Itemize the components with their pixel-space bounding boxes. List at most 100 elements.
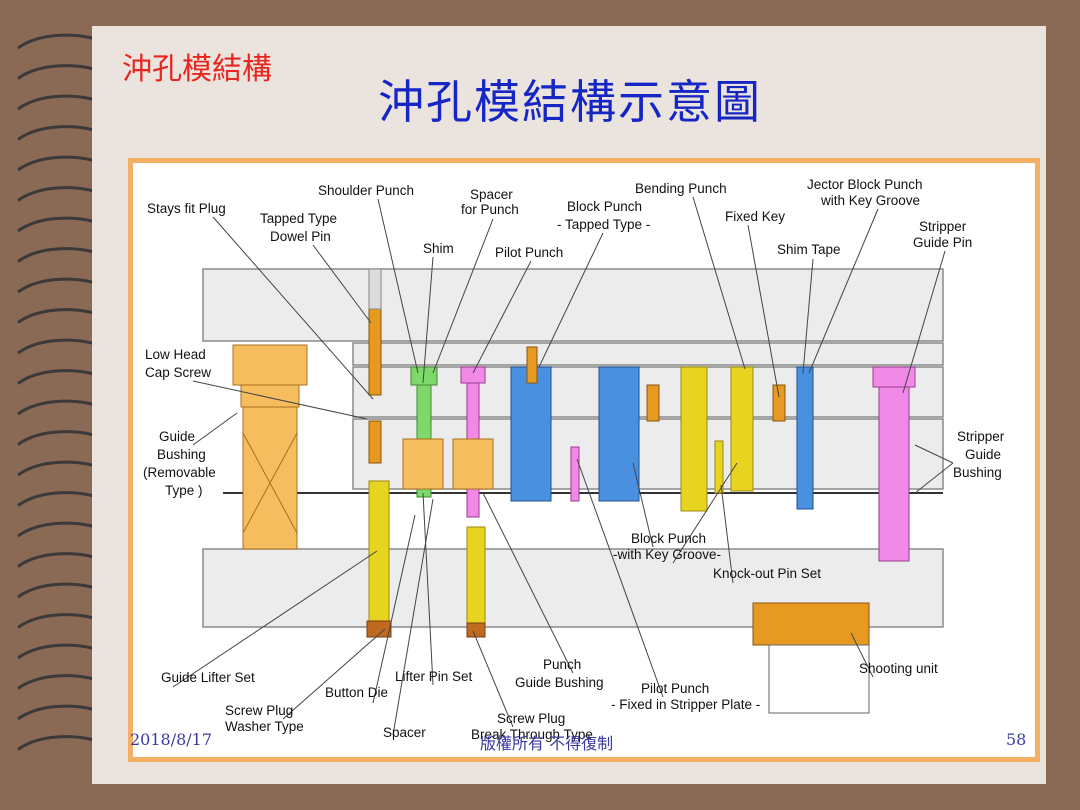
- label-low-head-2: Cap Screw: [145, 365, 211, 380]
- shoulder-punch-rod: [368, 268, 382, 310]
- label-spacer: Spacer: [383, 725, 426, 740]
- label-stripper-guide-pin-2: Guide Pin: [913, 235, 972, 250]
- section-title: 沖孔模結構: [122, 52, 272, 87]
- leader-line: [914, 462, 954, 494]
- leader-line: [808, 208, 879, 374]
- leader-line: [312, 244, 372, 324]
- pilot-punch: [526, 346, 538, 384]
- shooting-unit: [752, 602, 870, 714]
- label-screw-plug-break-2: Break Through Type: [471, 727, 593, 742]
- label-screw-plug-break-1: Screw Plug: [497, 711, 565, 726]
- leader-line: [212, 216, 374, 400]
- label-screw-plug-washer-2: Washer Type: [225, 719, 304, 734]
- leader-lines: [172, 196, 954, 736]
- label-guide-bushing-1: Guide: [159, 429, 195, 444]
- label-jector-block-punch-2: with Key Groove: [820, 193, 920, 208]
- leader-line: [720, 484, 734, 584]
- label-stripper-guide-bushing-2: Guide: [965, 447, 1001, 462]
- guide-lifter: [368, 480, 390, 622]
- label-block-punch-key-2: -with Key Groove-: [613, 547, 721, 562]
- pink-pilot-pin: [570, 446, 580, 502]
- leader-line: [672, 462, 738, 564]
- leader-line: [377, 198, 419, 374]
- label-stays-fit-plug: Stays fit Plug: [147, 201, 226, 216]
- label-button-die: Button Die: [325, 685, 388, 700]
- leader-line: [192, 380, 368, 420]
- page-number: 58: [1006, 730, 1027, 749]
- leader-line: [902, 250, 946, 394]
- guide-bushing: [232, 344, 308, 550]
- label-guide-bushing-3: (Removable: [143, 465, 216, 480]
- label-block-punch-tapped-1: Block Punch: [567, 199, 642, 214]
- leader-line: [538, 232, 604, 368]
- punch-die-diagram: Stays fit Plug Shoulder Punch Tapped Typ…: [143, 177, 1005, 742]
- label-block-punch-key-1: Block Punch: [631, 531, 706, 546]
- label-jector-block-punch-1: Jector Block Punch: [807, 177, 923, 192]
- label-low-head-1: Low Head: [145, 347, 206, 362]
- label-pilot-punch: Pilot Punch: [495, 245, 563, 260]
- label-block-punch-tapped-2: - Tapped Type -: [557, 217, 650, 232]
- label-pilot-punch-fixed-1: Pilot Punch: [641, 681, 709, 696]
- label-tapped-type: Tapped Type: [260, 211, 337, 226]
- punch-guide-bushings: [402, 438, 494, 490]
- leader-line: [192, 412, 238, 446]
- label-shim-tape: Shim Tape: [777, 242, 841, 257]
- stripper-guide-pin: [872, 366, 916, 562]
- label-screw-plug-washer-1: Screw Plug: [225, 703, 293, 718]
- leader-line: [432, 218, 494, 374]
- label-spacer-for-punch-1: Spacer: [470, 187, 513, 202]
- leader-line: [472, 630, 514, 728]
- label-bending-punch: Bending Punch: [635, 181, 727, 196]
- dowel-pin: [368, 308, 382, 464]
- fixed-key-right: [772, 384, 786, 422]
- label-lifter-pin-set: Lifter Pin Set: [395, 669, 473, 684]
- leader-line: [914, 444, 954, 464]
- label-spacer-for-punch-2: for Punch: [461, 202, 519, 217]
- label-stripper-guide-bushing-3: Bushing: [953, 465, 1002, 480]
- leader-line: [422, 492, 434, 686]
- leader-line: [282, 628, 386, 720]
- knock-out-pin: [714, 440, 724, 494]
- label-shim: Shim: [423, 241, 454, 256]
- screw-plug-washer: [366, 620, 392, 638]
- leader-line: [747, 224, 780, 398]
- label-knock-out-pin-set: Knock-out Pin Set: [713, 566, 821, 581]
- label-stripper-guide-pin-1: Stripper: [919, 219, 967, 234]
- die-plates: [202, 268, 944, 628]
- leader-line: [472, 260, 532, 374]
- leader-line: [392, 498, 434, 736]
- screw-plug-break: [466, 622, 486, 638]
- fixed-key-left: [646, 384, 660, 422]
- page-title: 沖孔模結構示意圖: [378, 75, 762, 129]
- stripper-plate: [352, 418, 944, 490]
- footer-copyright: 版權所有 不得復制: [480, 734, 614, 753]
- label-guide-bushing-2: Bushing: [157, 447, 206, 462]
- label-dowel-pin: Dowel Pin: [270, 229, 331, 244]
- lifter-pin: [466, 526, 486, 624]
- top-holder-plate: [202, 268, 944, 342]
- label-stripper-guide-bushing-1: Stripper: [957, 429, 1005, 444]
- jector-block-punch: [796, 366, 814, 510]
- label-pilot-punch-fixed-2: - Fixed in Stripper Plate -: [611, 697, 760, 712]
- bending-punches: [680, 366, 754, 512]
- leader-line: [172, 550, 378, 688]
- leader-line: [482, 492, 574, 674]
- footer-date: 2018/8/17: [130, 730, 213, 749]
- die-plate: [202, 548, 944, 628]
- label-punch-guide-bushing-1: Punch: [543, 657, 581, 672]
- leader-line: [632, 462, 654, 548]
- leader-line: [422, 256, 434, 384]
- label-guide-bushing-4: Type ): [165, 483, 203, 498]
- label-fixed-key: Fixed Key: [725, 209, 785, 224]
- leader-line: [372, 514, 416, 704]
- block-punches: [510, 366, 640, 502]
- diagram-labels: Stays fit Plug Shoulder Punch Tapped Typ…: [143, 177, 1005, 742]
- leader-line: [576, 458, 664, 698]
- label-guide-lifter-set: Guide Lifter Set: [161, 670, 255, 685]
- label-shooting-unit: Shooting unit: [859, 661, 938, 676]
- leader-line: [802, 258, 814, 374]
- label-shoulder-punch: Shoulder Punch: [318, 183, 414, 198]
- leader-line: [692, 196, 746, 370]
- leader-line: [850, 632, 874, 678]
- backing-plate: [352, 342, 944, 366]
